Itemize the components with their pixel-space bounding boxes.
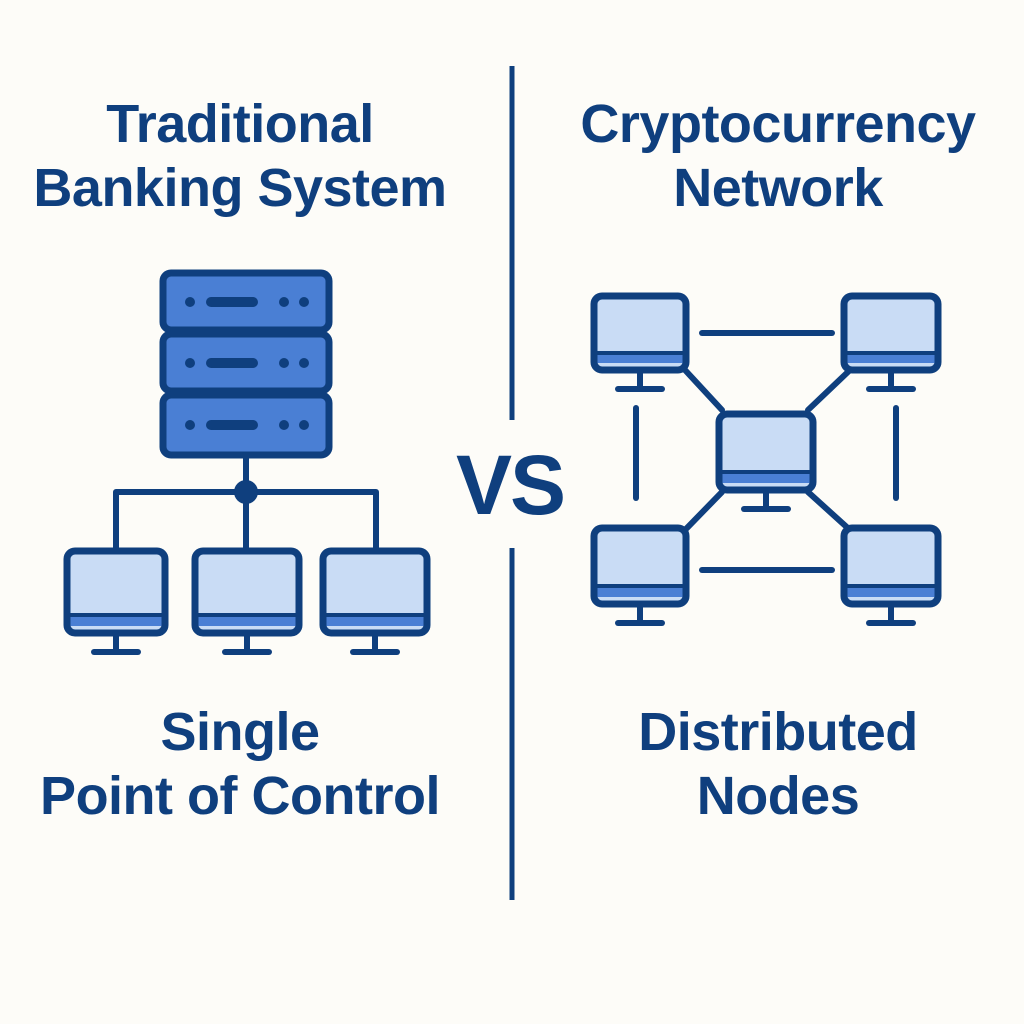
right-caption-line-1: Distributed bbox=[638, 702, 918, 762]
left-title-line-1: Traditional bbox=[106, 94, 374, 154]
left-caption-line-2: Point of Control bbox=[40, 766, 440, 826]
computer-monitors bbox=[63, 292, 942, 655]
right-caption-line-2: Nodes bbox=[696, 766, 860, 826]
left-title: Traditional Banking System bbox=[10, 92, 470, 220]
client-monitor-2 bbox=[191, 547, 303, 655]
vs-label: VS bbox=[455, 438, 566, 532]
node-monitor-bottom-right bbox=[840, 524, 942, 626]
junction-dot bbox=[234, 480, 258, 504]
right-title-line-1: Cryptocurrency bbox=[580, 94, 976, 154]
right-caption: Distributed Nodes bbox=[548, 700, 1008, 828]
distributed-connectors bbox=[633, 330, 899, 573]
left-title-line-2: Banking System bbox=[33, 158, 447, 218]
node-monitor-top-left bbox=[590, 292, 690, 392]
client-monitor-1 bbox=[63, 547, 169, 655]
right-title-line-2: Network bbox=[673, 158, 883, 218]
node-monitor-top-right bbox=[840, 292, 942, 392]
left-caption: Single Point of Control bbox=[10, 700, 470, 828]
node-monitor-center bbox=[715, 410, 817, 512]
server-icon bbox=[159, 269, 333, 459]
client-monitor-3 bbox=[319, 547, 431, 655]
centralized-network bbox=[113, 269, 379, 553]
right-title: Cryptocurrency Network bbox=[548, 92, 1008, 220]
left-caption-line-1: Single bbox=[160, 702, 320, 762]
node-monitor-bottom-left bbox=[590, 524, 690, 626]
